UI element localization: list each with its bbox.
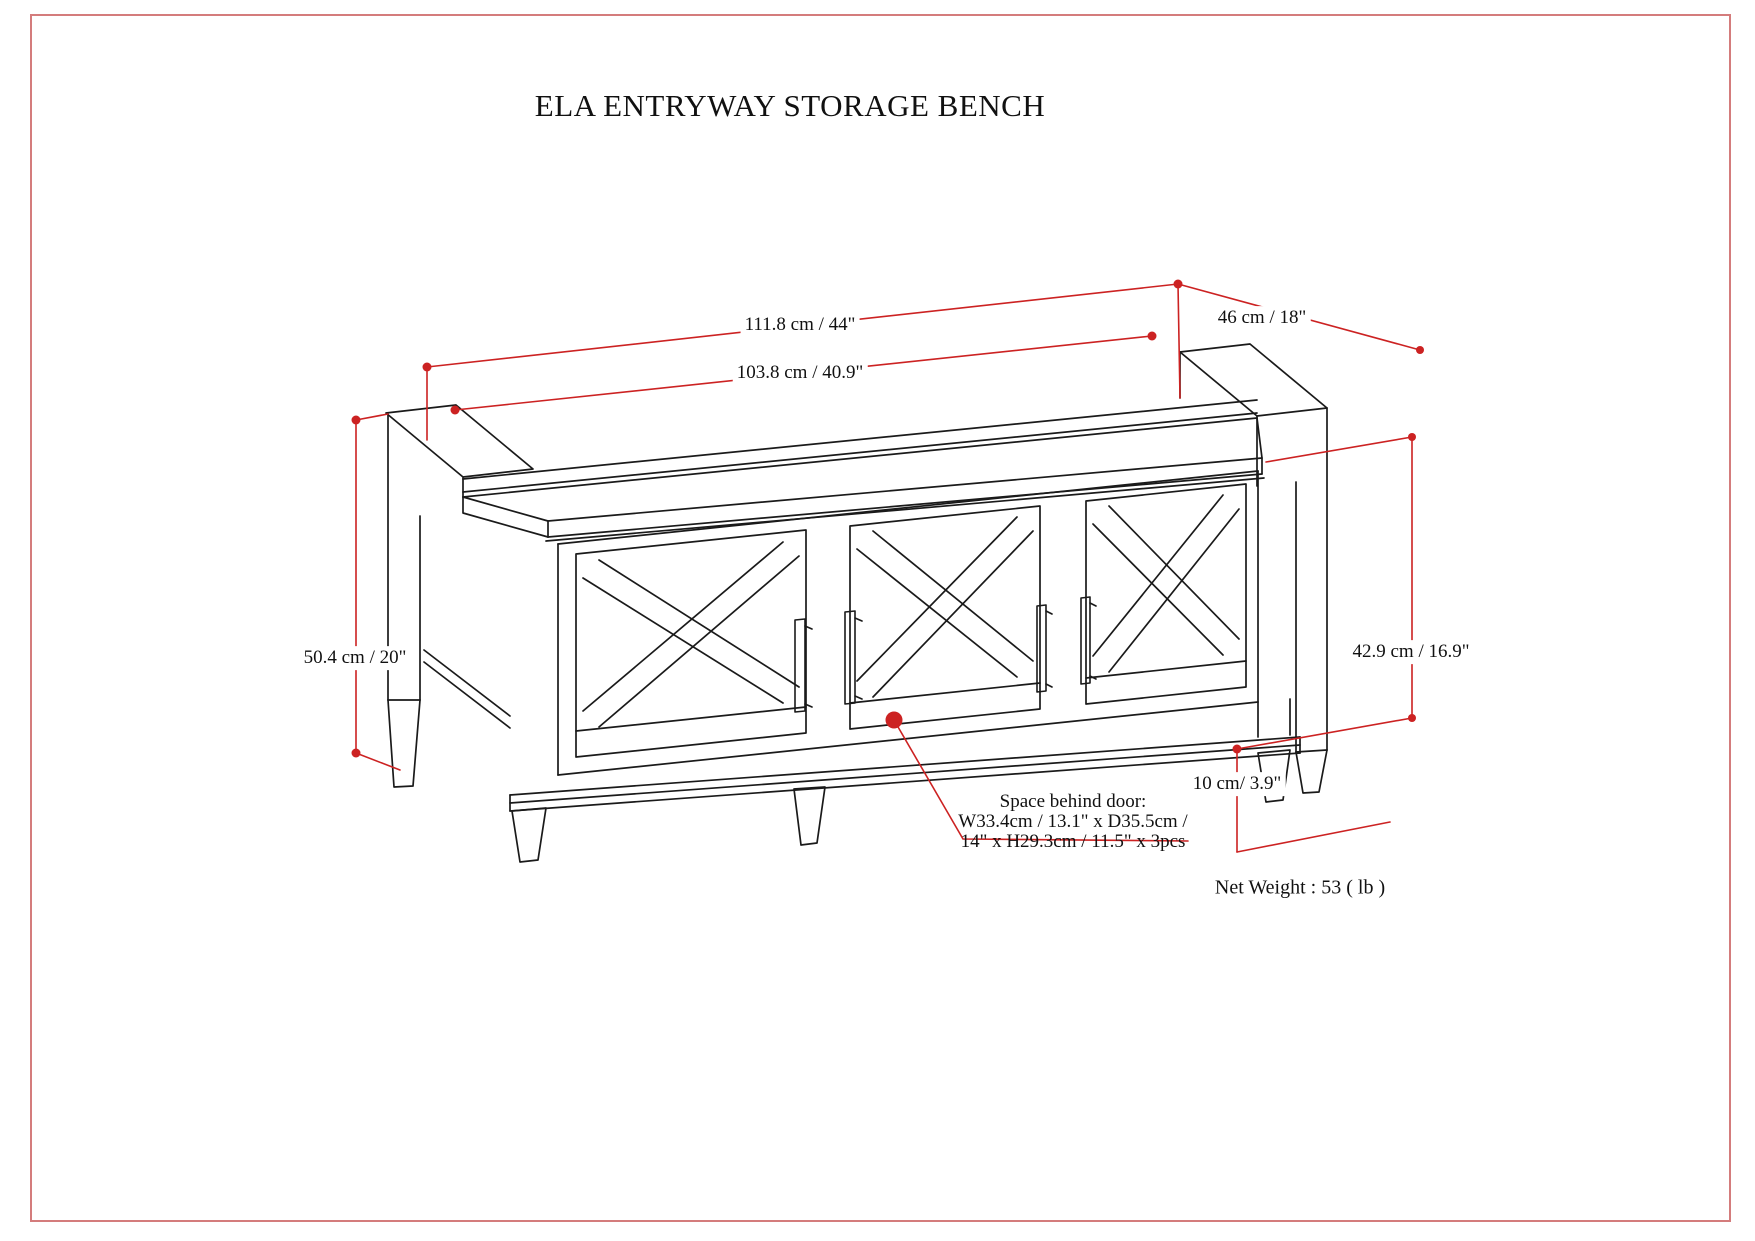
dim-label-depth: 46 cm / 18": [1213, 306, 1311, 330]
door-handles: [794, 596, 1097, 713]
page-border: [30, 14, 1731, 1222]
bench-outline: [385, 343, 1328, 863]
right-back-post: [1179, 343, 1328, 794]
door-right: [1085, 483, 1247, 705]
page-title: ELA ENTRYWAY STORAGE BENCH: [534, 88, 1046, 123]
space-behind-door-dot: [885, 711, 903, 729]
dim-ext-cabinet-height-bottom: [1236, 717, 1413, 750]
space-behind-door-line3: 14" x H29.3cm / 11.5" x 3pcs: [960, 831, 1186, 852]
dim-ext-cabinet-height-top: [1265, 436, 1413, 463]
net-weight: Net Weight : 53 ( lb ): [1214, 876, 1386, 899]
dim-ext-overall-height-top: [355, 413, 389, 421]
seat: [462, 417, 1265, 542]
left-side-rail: [423, 649, 511, 729]
backrest-rail: [462, 399, 1258, 498]
bottom-shelf: [509, 736, 1301, 812]
dim-label-inner-width: 103.8 cm / 40.9": [732, 361, 868, 385]
cabinet-front: [557, 470, 1259, 776]
space-behind-door-note: Space behind door: W33.4cm / 13.1" x D35…: [958, 792, 1187, 852]
left-back-post: [385, 404, 534, 788]
dim-label-overall-width: 111.8 cm / 44": [740, 313, 860, 337]
dim-ext-depth: [1177, 283, 1181, 399]
dim-label-cabinet-height: 42.9 cm / 16.9": [1348, 640, 1474, 664]
front-legs: [511, 698, 1291, 863]
space-behind-door-line2: W33.4cm / 13.1" x D35.5cm /: [958, 811, 1188, 832]
dim-ext-clearance-bottom: [1236, 821, 1391, 853]
dimension-dots: [351, 279, 1424, 758]
dim-label-clearance: 10 cm/ 3.9": [1188, 772, 1286, 796]
leader-space-behind-door: [893, 719, 1189, 842]
door-left: [575, 529, 807, 758]
dim-ext-overall-height-bottom: [355, 752, 401, 771]
space-behind-door-heading: Space behind door:: [999, 791, 1147, 812]
door-middle: [849, 505, 1041, 730]
dim-label-overall-height: 50.4 cm / 20": [299, 646, 411, 670]
